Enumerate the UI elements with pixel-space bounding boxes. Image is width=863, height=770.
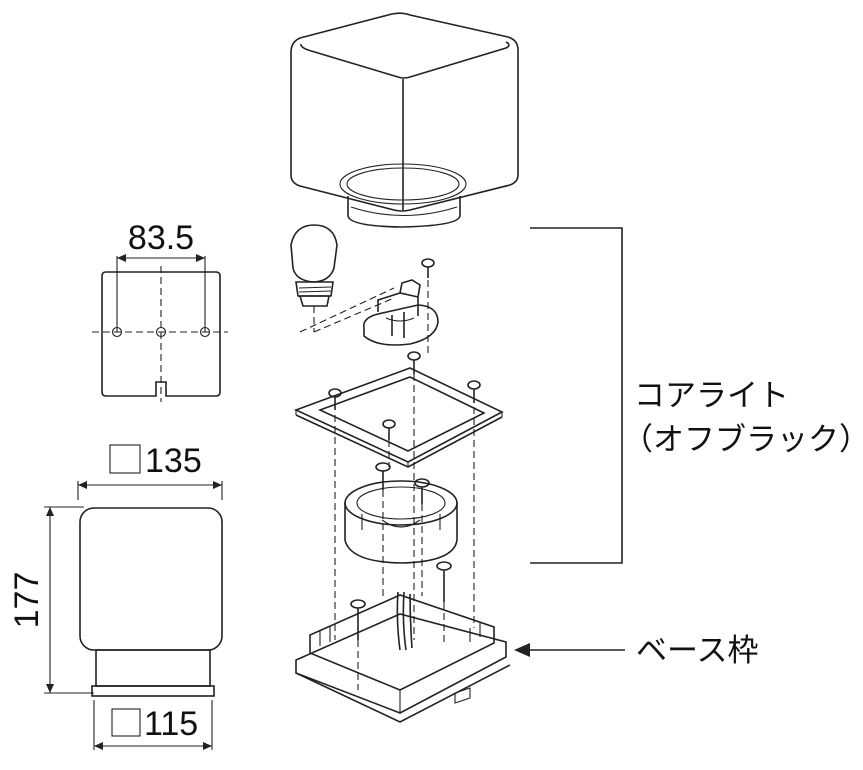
arrow-head-icon [514,643,530,657]
mounting-plate-top-view: 83.5 [92,219,228,402]
hole-spacing-label: 83.5 [128,219,194,257]
assembly-guide-lines [334,280,475,690]
front-view: 135 177 115 [8,442,223,750]
screw-icon [375,462,391,490]
screw-icon [328,388,342,410]
screw-icon [436,561,452,602]
screw-icon [467,380,481,403]
base-frame-label: ベース枠 [636,633,758,669]
height-label: 177 [8,572,46,629]
base-width-label: 115 [144,705,198,743]
shade-width-label: 135 [145,442,202,480]
screw-icon [350,599,366,640]
color-note-label: （オフブラック） [622,422,863,458]
square-symbol-icon [109,444,141,474]
glass-shade [290,12,519,228]
core-light-label: コアライト [634,378,789,414]
core-light-bracket [530,227,623,564]
led-bulb [290,224,338,332]
screw-icon [421,258,435,278]
square-symbol-icon [111,708,141,737]
base-frame-box [295,594,511,723]
wires [396,591,413,651]
screw-icon [414,478,430,504]
screw-icon [382,419,396,440]
lamp-socket [299,279,439,346]
gasket-frame [293,367,504,468]
screw-icon [407,351,421,374]
ring-housing [344,480,458,564]
screws [328,258,481,640]
